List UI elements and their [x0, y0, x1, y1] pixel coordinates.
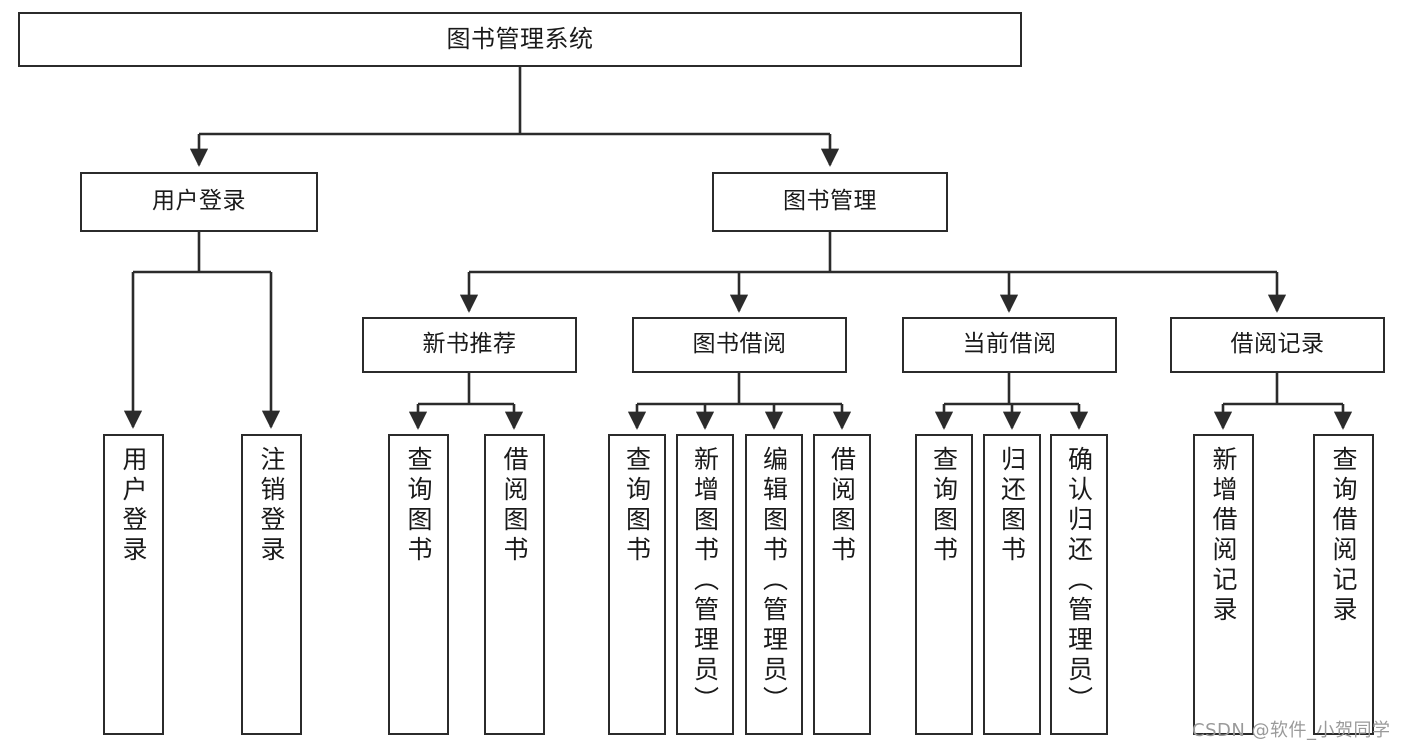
leaf-logout[interactable]: 注销登录 — [241, 434, 302, 735]
leaf-borrow-book-recommend[interactable]: 借阅图书 — [484, 434, 545, 735]
node-book-borrow[interactable]: 图书借阅 — [632, 317, 847, 373]
node-root[interactable]: 图书管理系统 — [18, 12, 1022, 67]
csdn-watermark-text: CSDN @软件_小贺同学 — [1192, 720, 1391, 741]
leaf-logout-label: 注销登录 — [257, 446, 286, 566]
leaf-borrow-book-label: 借阅图书 — [827, 446, 857, 566]
leaf-query-borrow-record-label: 查询借阅记录 — [1329, 446, 1358, 626]
node-root-label: 图书管理系统 — [446, 25, 594, 54]
leaf-query-borrow-record[interactable]: 查询借阅记录 — [1313, 434, 1374, 735]
leaf-query-book-recommend[interactable]: 查询图书 — [388, 434, 449, 735]
leaf-add-book[interactable]: 新增图书（管理员） — [676, 434, 734, 735]
leaf-confirm-return[interactable]: 确认归还（管理员） — [1050, 434, 1108, 735]
leaf-borrow-book[interactable]: 借阅图书 — [813, 434, 871, 735]
leaf-add-borrow-record-label: 新增借阅记录 — [1209, 446, 1238, 626]
node-book-management-label: 图书管理 — [783, 188, 877, 215]
node-borrow-records-label: 借阅记录 — [1230, 331, 1325, 358]
leaf-query-book-borrow-label: 查询图书 — [622, 446, 652, 566]
node-current-borrow[interactable]: 当前借阅 — [902, 317, 1117, 373]
leaf-borrow-book-recommend-label: 借阅图书 — [500, 446, 529, 566]
leaf-confirm-return-label: 确认归还（管理员） — [1064, 446, 1094, 716]
leaf-query-book-recommend-label: 查询图书 — [404, 446, 433, 566]
leaf-user-login[interactable]: 用户登录 — [103, 434, 164, 735]
node-user-login-label: 用户登录 — [152, 188, 246, 215]
node-current-borrow-label: 当前借阅 — [962, 331, 1057, 358]
node-new-book-recommend[interactable]: 新书推荐 — [362, 317, 577, 373]
leaf-add-book-label: 新增图书（管理员） — [690, 446, 720, 716]
leaf-edit-book[interactable]: 编辑图书（管理员） — [745, 434, 803, 735]
node-new-book-recommend-label: 新书推荐 — [422, 331, 517, 358]
node-book-management[interactable]: 图书管理 — [712, 172, 948, 232]
leaf-user-login-label: 用户登录 — [119, 446, 148, 566]
leaf-query-book-borrow[interactable]: 查询图书 — [608, 434, 666, 735]
node-borrow-records[interactable]: 借阅记录 — [1170, 317, 1385, 373]
leaf-edit-book-label: 编辑图书（管理员） — [759, 446, 789, 716]
leaf-return-book[interactable]: 归还图书 — [983, 434, 1041, 735]
leaf-query-book-current-label: 查询图书 — [929, 446, 959, 566]
leaf-return-book-label: 归还图书 — [997, 446, 1027, 566]
node-user-login[interactable]: 用户登录 — [80, 172, 318, 232]
node-book-borrow-label: 图书借阅 — [692, 331, 787, 358]
csdn-watermark: CSDN @软件_小贺同学 — [1192, 716, 1391, 742]
leaf-query-book-current[interactable]: 查询图书 — [915, 434, 973, 735]
leaf-add-borrow-record[interactable]: 新增借阅记录 — [1193, 434, 1254, 735]
